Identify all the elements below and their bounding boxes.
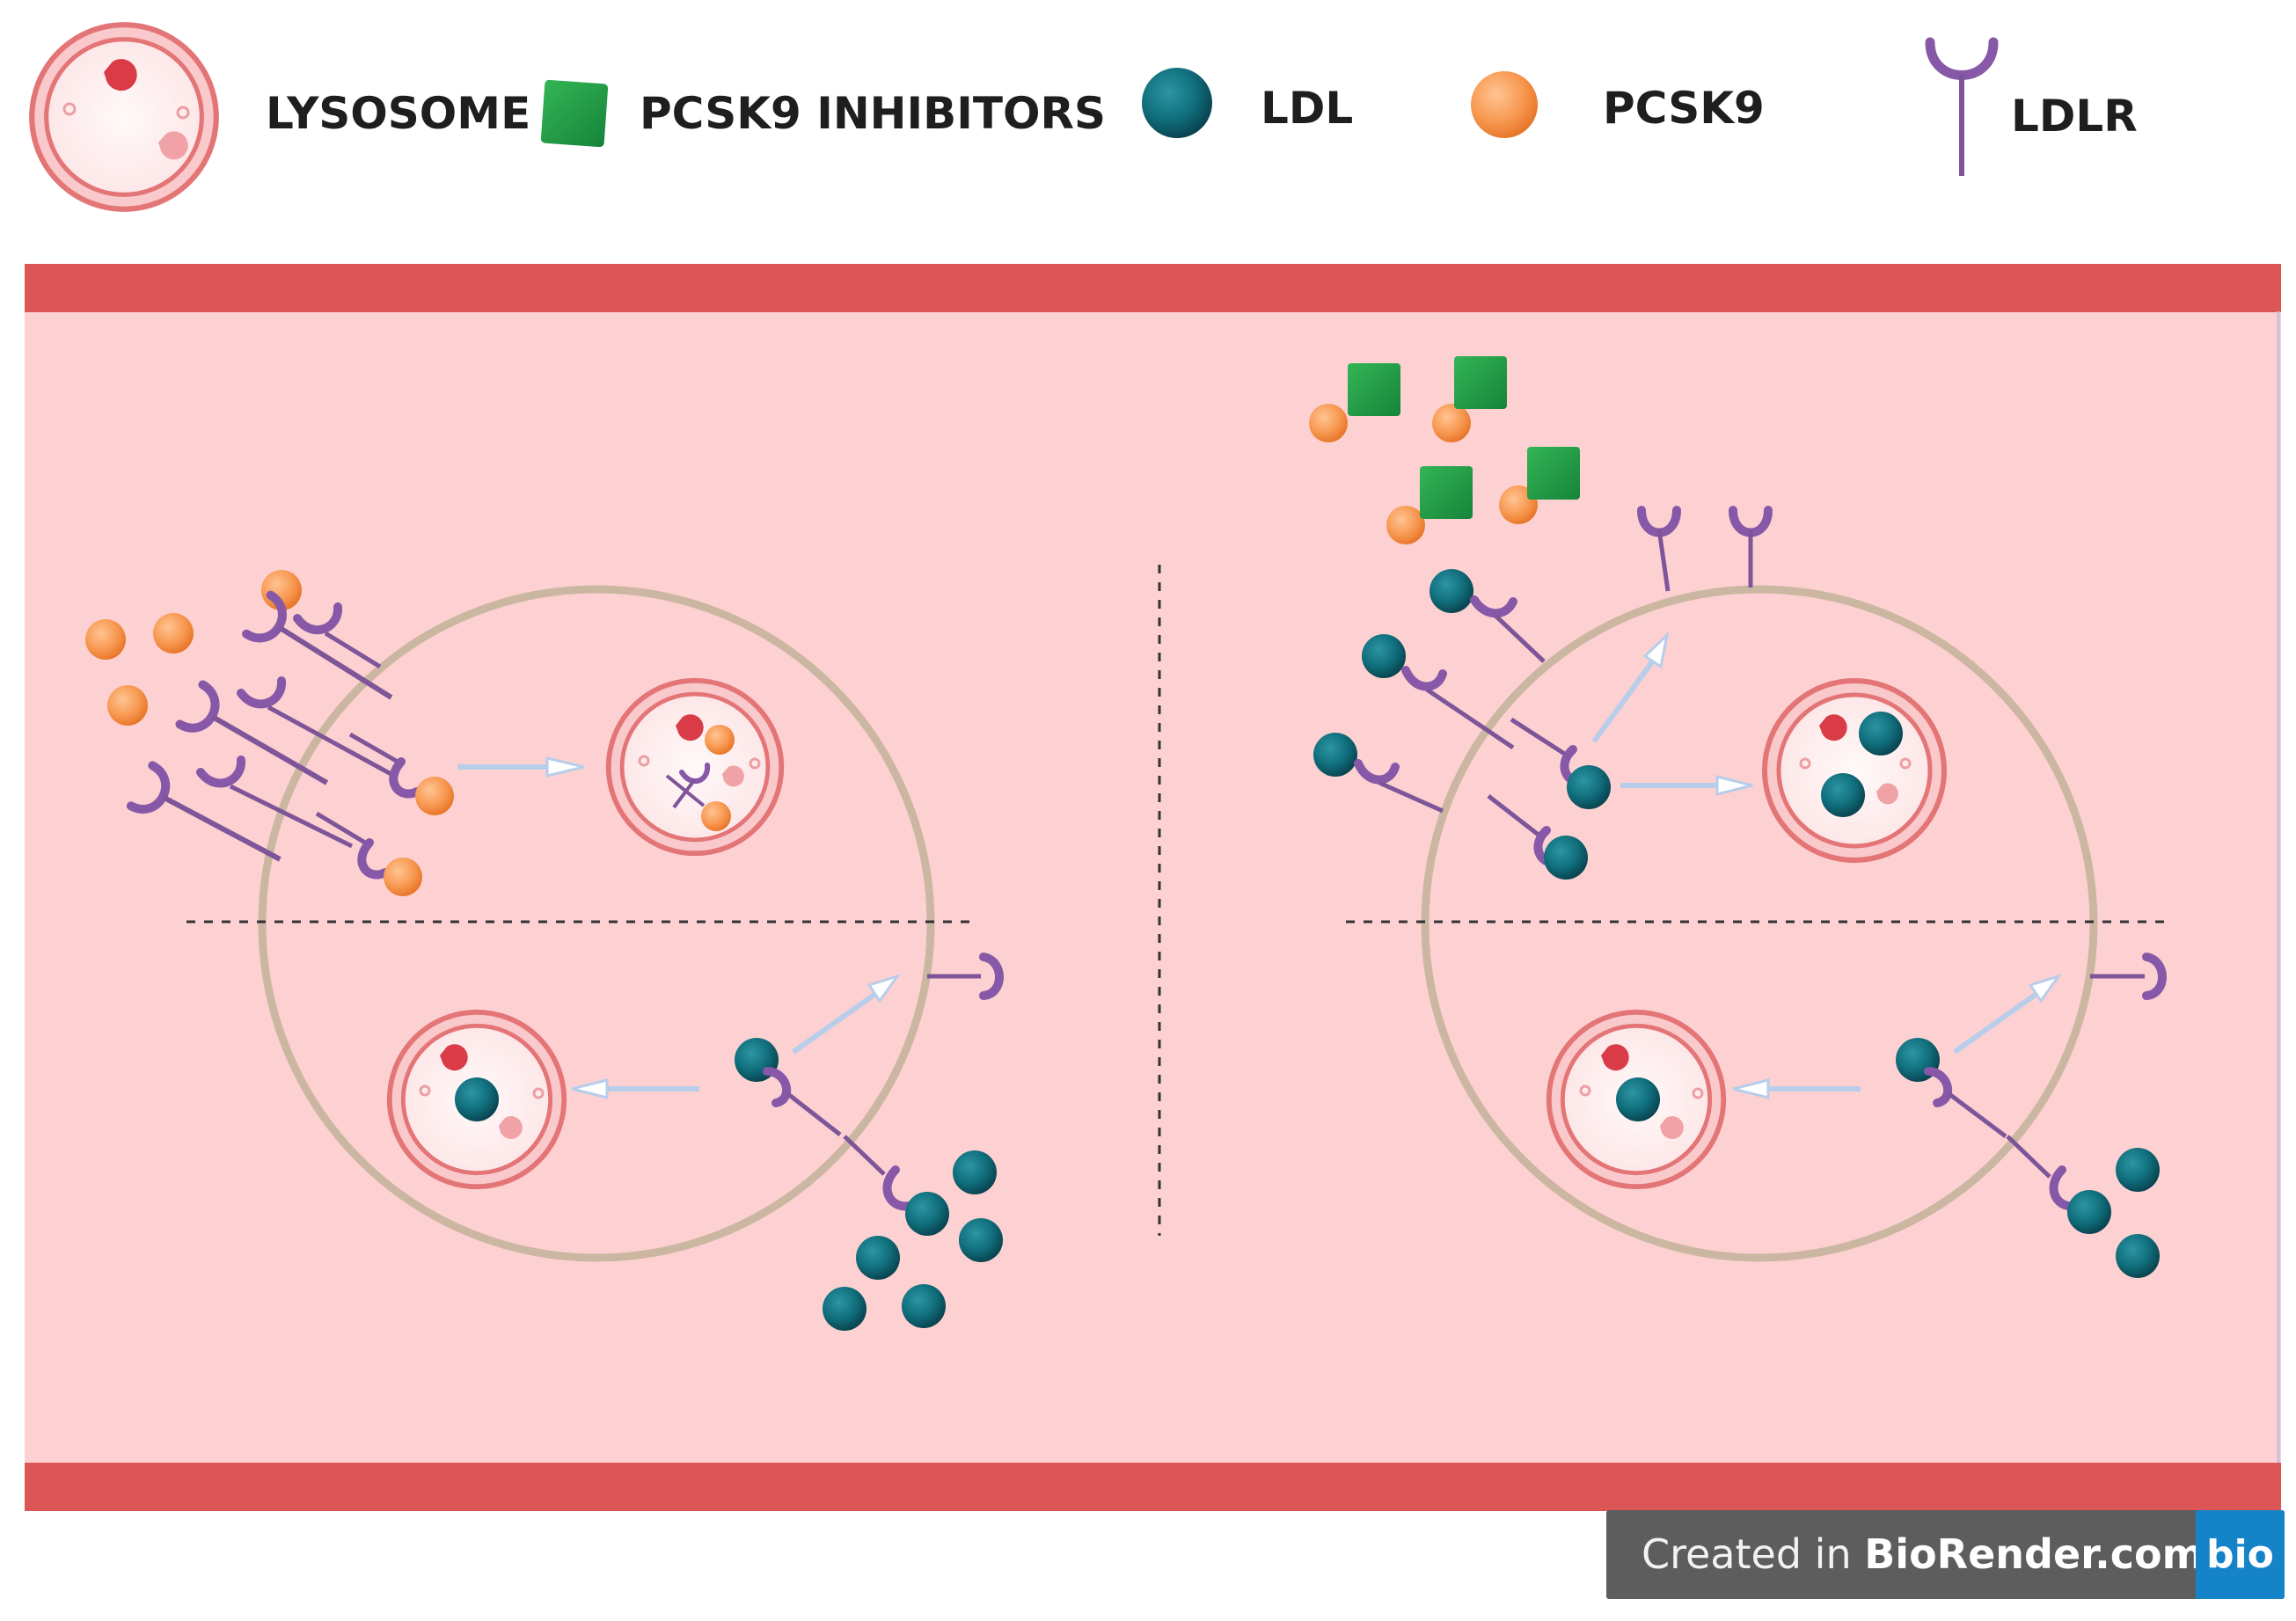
legend-label-lysosome: LYSOSOME — [266, 88, 531, 139]
inhibitor-complex — [1432, 356, 1507, 442]
legend-ldl-icon — [1142, 68, 1212, 138]
legend-lysosome-icon — [32, 25, 216, 209]
inhibitor-complex — [1386, 466, 1473, 544]
legend-pcsk9-icon — [1471, 71, 1538, 138]
ldl-particle — [959, 1218, 1003, 1262]
legend-label-ldlr: LDLR — [2011, 91, 2138, 142]
ldl-particle — [856, 1236, 900, 1280]
vessel-wall-bottom — [25, 1463, 2281, 1511]
watermark-text: Created in BioRender.com — [1642, 1510, 2205, 1599]
lysosome-ldl-right — [1549, 1012, 1723, 1187]
biorender-logo-icon: bio — [2196, 1510, 2285, 1599]
legend-label-ldl: LDL — [1261, 83, 1354, 134]
hepatocyte-left — [258, 585, 935, 1262]
vessel-wall-top — [25, 264, 2281, 312]
legend-label-inhibitors: PCSK9 INHIBITORS — [640, 88, 1106, 139]
watermark-brand: BioRender.com — [1864, 1530, 2205, 1578]
arrow-icon — [1732, 1078, 1861, 1099]
ldl-particle — [1362, 634, 1406, 678]
ldl-particle — [823, 1287, 866, 1331]
arrow-icon — [1591, 631, 1670, 743]
inhibitor-complex — [1499, 447, 1580, 524]
right-panel — [1309, 356, 2168, 1278]
ldl-particle — [905, 1192, 949, 1236]
ldl-particle — [902, 1284, 946, 1328]
hepatocyte-right — [1421, 585, 2098, 1262]
vessel-lumen — [25, 311, 2281, 1464]
arrow-icon — [1953, 974, 2062, 1055]
blood-vessel — [25, 264, 2281, 1511]
ldl-particle — [953, 1150, 997, 1194]
legend-label-pcsk9: PCSK9 — [1603, 83, 1765, 134]
lysosome-ldl-upper — [1765, 681, 1944, 860]
arrow-icon — [1620, 775, 1753, 796]
watermark-prefix: Created in — [1642, 1530, 1865, 1578]
biorender-watermark[interactable]: Created in BioRender.com bio — [1606, 1510, 2285, 1599]
legend-ldlr-icon — [1925, 37, 1999, 176]
left-panel — [85, 570, 1004, 1331]
ldl-particle — [1544, 836, 1588, 880]
legend-inhibitor-icon — [540, 79, 609, 148]
inhibitor-complex — [1309, 363, 1400, 442]
lysosome-degradation — [609, 681, 782, 854]
pcsk9-bound — [415, 777, 454, 815]
ldl-particle — [2067, 1190, 2111, 1234]
arrow-icon — [571, 1078, 699, 1099]
ldl-particle — [2116, 1148, 2160, 1192]
pcsk9-free — [107, 685, 148, 726]
ldl-particle — [2116, 1234, 2160, 1278]
pcsk9-bound — [384, 858, 422, 896]
pcsk9-free — [85, 619, 126, 660]
ldl-particle — [1313, 733, 1357, 777]
pcsk9-free — [153, 613, 194, 654]
lysosome-ldl-left — [390, 1012, 564, 1187]
arrow-icon — [457, 756, 585, 778]
ldl-particle — [1567, 765, 1611, 809]
ldl-particle — [1430, 569, 1473, 613]
legend — [32, 25, 1999, 209]
arrow-icon — [792, 974, 901, 1055]
